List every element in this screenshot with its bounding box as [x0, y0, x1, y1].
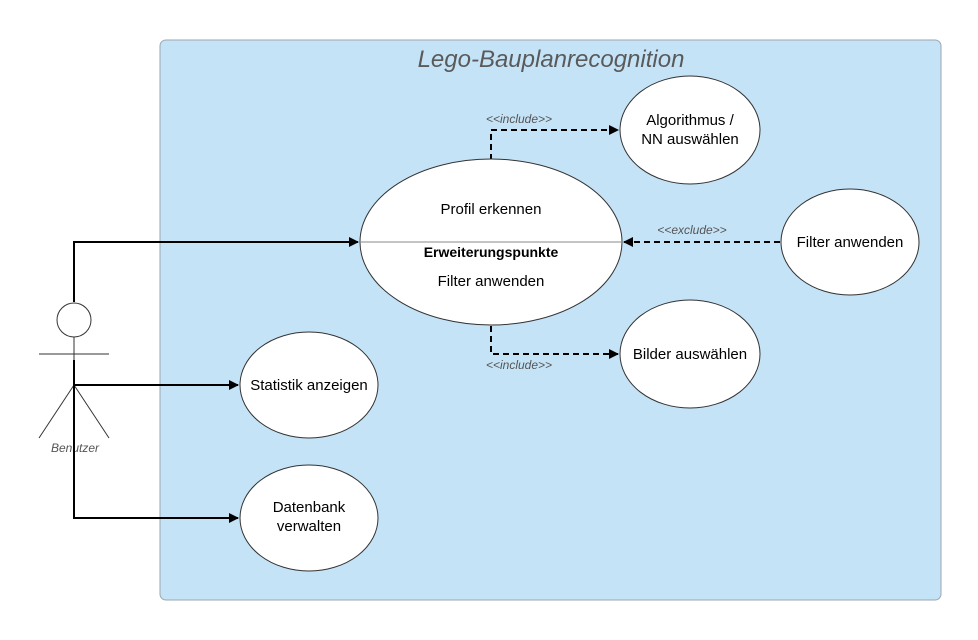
include-algorithmus	[490, 125, 619, 160]
actor-right-leg	[73, 384, 110, 439]
use-case-bilder-auswaehlen[interactable]: Bilder auswählen	[619, 299, 761, 409]
extension-points-header: Erweiterungspunkte	[424, 244, 559, 260]
actor-left-leg	[38, 384, 75, 439]
use-case-datenbank-line2: verwalten	[277, 518, 341, 535]
use-case-filter-anwenden[interactable]: Filter anwenden	[780, 188, 920, 296]
use-case-statistik-label: Statistik anzeigen	[250, 377, 368, 394]
include-label-top: <<include>>	[486, 112, 552, 126]
use-case-filter-label: Filter anwenden	[797, 234, 904, 251]
actor-label: Benutzer	[51, 441, 100, 455]
system-title: Lego-Bauplanrecognition	[418, 46, 685, 73]
use-case-algorithmus-line1: Algorithmus /	[646, 112, 734, 129]
exclude-label: <<exclude>>	[657, 223, 726, 237]
use-case-statistik-anzeigen[interactable]: Statistik anzeigen	[239, 331, 379, 439]
assoc-actor-datenbank	[73, 385, 239, 523]
use-case-profil-erkennen[interactable]: Profil erkennen Erweiterungspunkte Filte…	[359, 158, 623, 326]
use-case-bilder-label: Bilder auswählen	[633, 346, 747, 363]
include-label-bottom: <<include>>	[486, 358, 552, 372]
assoc-actor-profil	[73, 237, 359, 302]
system-boundary	[159, 39, 942, 601]
use-case-datenbank-line1: Datenbank	[273, 499, 346, 516]
use-case-datenbank-verwalten[interactable]: Datenbank verwalten	[239, 464, 379, 572]
use-case-profil-title: Profil erkennen	[441, 201, 542, 218]
use-case-algorithmus-line2: NN auswählen	[641, 131, 739, 148]
actor-head	[56, 302, 92, 338]
use-case-algorithmus[interactable]: Algorithmus / NN auswählen	[619, 75, 761, 185]
actor-benutzer[interactable]	[38, 302, 110, 439]
include-bilder	[490, 326, 619, 359]
extension-point-filter: Filter anwenden	[438, 273, 545, 290]
